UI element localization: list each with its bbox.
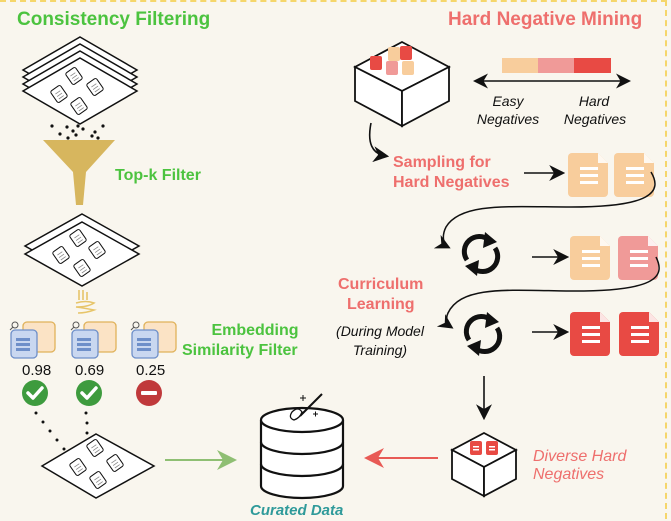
sampling-label-line2: Hard Negatives (393, 174, 510, 191)
check-circle-icon (22, 380, 48, 406)
diverse-negatives-label-line2: Negatives (533, 466, 605, 483)
scale-easy-segment (502, 58, 538, 73)
embedding-filter-label-line1: Embedding (211, 322, 299, 339)
document-pool-stack-icon (21, 36, 139, 125)
diverse-negatives-cube-icon (450, 431, 518, 498)
embedding-filter-label-line2: Similarity Filter (182, 342, 298, 359)
check-circle-icon (76, 380, 102, 406)
similarity-score: 0.69 (75, 362, 105, 379)
cleaning-brush-icon (289, 393, 323, 421)
topk-filter-label: Top-k Filter (115, 167, 201, 184)
easy-label-line2: Negatives (476, 111, 540, 127)
curriculum-note-line2: Training) (352, 342, 408, 358)
diverse-negatives-label-line1: Diverse Hard (533, 448, 627, 465)
easy-negative-doc-icon (570, 236, 610, 280)
hard-label-line2: Negatives (563, 111, 627, 127)
curriculum-note-line1: (During Model (336, 323, 424, 339)
scale-medium-segment (538, 58, 574, 73)
filtered-pool-icon (23, 213, 141, 287)
hard-docs-in-cube-icon (470, 441, 498, 455)
easy-negative-doc-icon (614, 153, 654, 197)
sync-cycle-icon (464, 232, 497, 276)
filtered-result-layer-icon (40, 433, 156, 499)
curated-data-label: Curated Data (250, 502, 344, 519)
consistency-filtering-title: Consistency Filtering (17, 9, 211, 30)
hard-negative-doc-icon (619, 312, 659, 356)
curriculum-flow-curve (436, 256, 660, 329)
scale-hard-segment (574, 58, 611, 73)
hard-label-line1: Hard (578, 93, 610, 109)
curriculum-flow-curve (433, 171, 656, 249)
sampling-label-line1: Sampling for (393, 154, 491, 171)
similarity-score: 0.98 (22, 362, 52, 379)
hard-negative-doc-icon (570, 312, 610, 356)
easy-negative-doc-icon (568, 153, 608, 197)
embedding-squiggle-icon (75, 290, 97, 314)
sync-cycle-icon (466, 312, 499, 356)
curriculum-label-line1: Curriculum (338, 276, 424, 293)
similarity-score: 0.25 (136, 362, 166, 379)
cube-to-sampling-arrow (368, 122, 390, 163)
funnel-icon (43, 140, 115, 205)
medium-negative-doc-icon (618, 236, 658, 280)
database-icon (259, 406, 345, 500)
mixed-negative-docs-icon (370, 46, 414, 75)
easy-label-line1: Easy (492, 93, 524, 109)
candidate-doc-pair-icon (9, 321, 177, 359)
falling-data-dots (50, 124, 105, 140)
curriculum-label-line2: Learning (347, 296, 415, 313)
hard-negative-mining-title: Hard Negative Mining (448, 9, 643, 30)
minus-circle-icon (136, 380, 162, 406)
